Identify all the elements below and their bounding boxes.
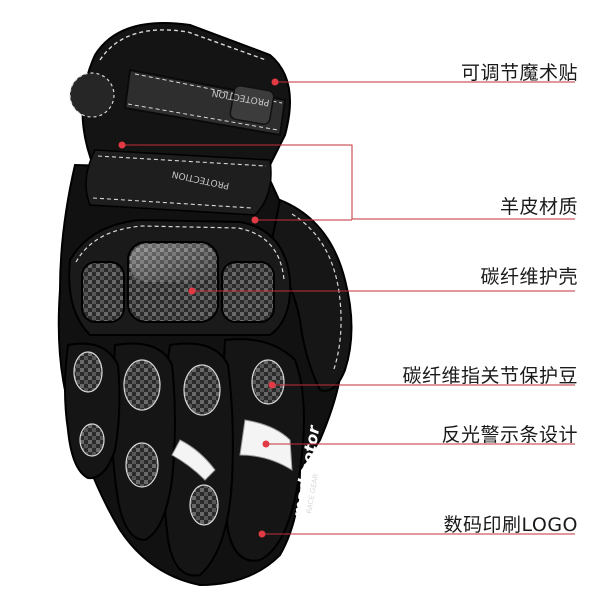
callout-label-logo: 数码印刷LOGO <box>443 514 578 536</box>
slider <box>125 442 159 488</box>
callout-label-sheepskin: 羊皮材质 <box>499 196 578 218</box>
callout-dot <box>251 216 259 224</box>
callout-dot <box>262 440 270 448</box>
strap-tab <box>229 84 275 126</box>
callout-label-knuckle-pods: 碳纤维指关节保护豆 <box>402 365 578 387</box>
callout-lines <box>122 81 575 535</box>
slider <box>183 364 221 416</box>
carbon-panel-right <box>221 261 275 323</box>
cuff-emblem <box>69 72 115 118</box>
callout-label-reflective: 反光警示条设计 <box>441 424 578 446</box>
callout-label-velcro: 可调节魔术贴 <box>460 62 578 84</box>
slider <box>79 423 105 457</box>
callout-label-carbon-shell: 碳纤维护壳 <box>480 266 578 288</box>
wrist-panel <box>85 149 272 216</box>
callout-dot <box>188 287 196 295</box>
callout-dot <box>271 78 279 86</box>
slider <box>123 359 161 411</box>
slider <box>73 351 103 393</box>
slider <box>251 359 285 405</box>
carbon-panel-left <box>81 261 125 323</box>
callout-dot <box>258 530 266 538</box>
callout-dot <box>118 141 126 149</box>
callout-dots <box>118 78 279 538</box>
glove: PROTECTION PROTECTION <box>57 22 353 587</box>
slider <box>189 484 219 526</box>
knuckle-sliders <box>73 351 285 526</box>
callout-dot <box>268 381 276 389</box>
callout-line-leather <box>122 144 575 221</box>
